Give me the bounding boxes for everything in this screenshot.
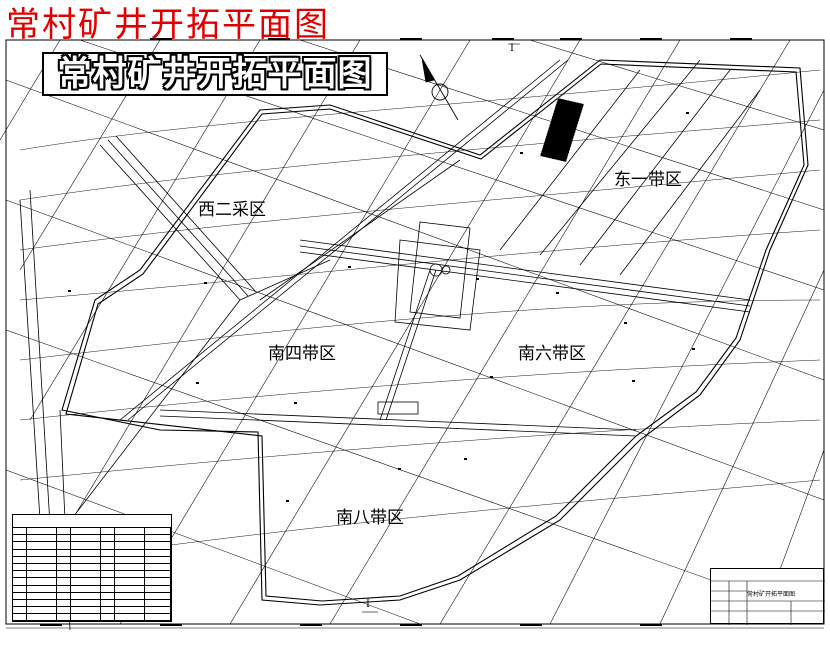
hatched-block-icon	[539, 97, 585, 163]
north-arrow-icon	[419, 54, 459, 121]
title-block-grid	[711, 580, 825, 625]
legend-table	[12, 514, 172, 622]
zone-label-south-six: 南六带区	[518, 344, 586, 364]
legend-header	[13, 515, 171, 528]
section-marker-top: I	[510, 43, 514, 54]
title-block-drawing-name: 常村矿开拓平面图	[747, 591, 796, 598]
contour-lines	[19, 69, 821, 561]
page-title: 常村矿井开拓平面图	[6, 5, 330, 45]
section-markers	[362, 43, 520, 613]
main-roadways	[19, 59, 761, 631]
zone-label-south-eight: 南八带区	[336, 508, 404, 528]
zone-label-south-four: 南四带区	[268, 344, 336, 364]
legend-grid	[13, 528, 171, 622]
title-block: 常村矿开拓平面图	[710, 568, 825, 625]
map-banner: 常村矿井开拓平面图	[42, 52, 388, 96]
industrial-square	[377, 221, 481, 415]
section-marker-bottom: I	[366, 599, 370, 610]
zone-label-east-one: 东一带区	[614, 170, 682, 190]
zone-label-west-two: 西二采区	[198, 200, 266, 220]
survey-points	[68, 112, 695, 502]
banner-title: 常村矿井开拓平面图	[57, 54, 373, 94]
frame-ticks	[40, 38, 752, 626]
mine-boundary	[61, 59, 809, 606]
